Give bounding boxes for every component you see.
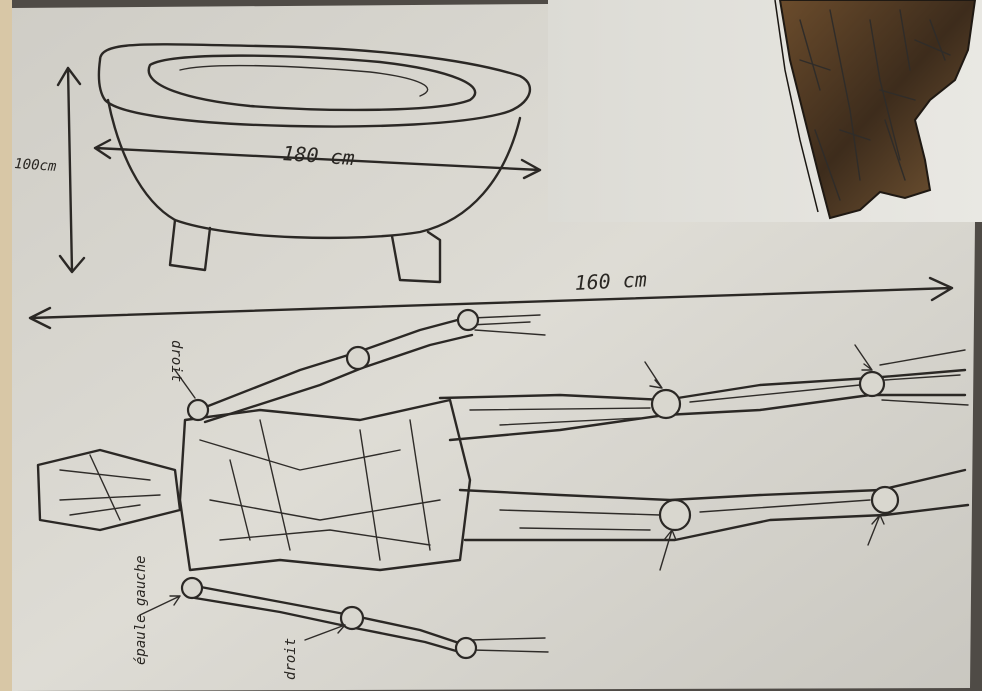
- figure-length-label: 160 cm: [574, 267, 647, 295]
- bathtub-height-label: 100cm: [14, 156, 58, 175]
- elbow-label: droit: [283, 638, 299, 680]
- bathtub-width-label: 180 cm: [282, 141, 356, 170]
- right-shoulder-label: épaule gauche: [133, 555, 149, 665]
- left-edge: [0, 0, 12, 691]
- left-shoulder-label: droit: [168, 340, 184, 382]
- inset-bark-photo: [548, 0, 982, 222]
